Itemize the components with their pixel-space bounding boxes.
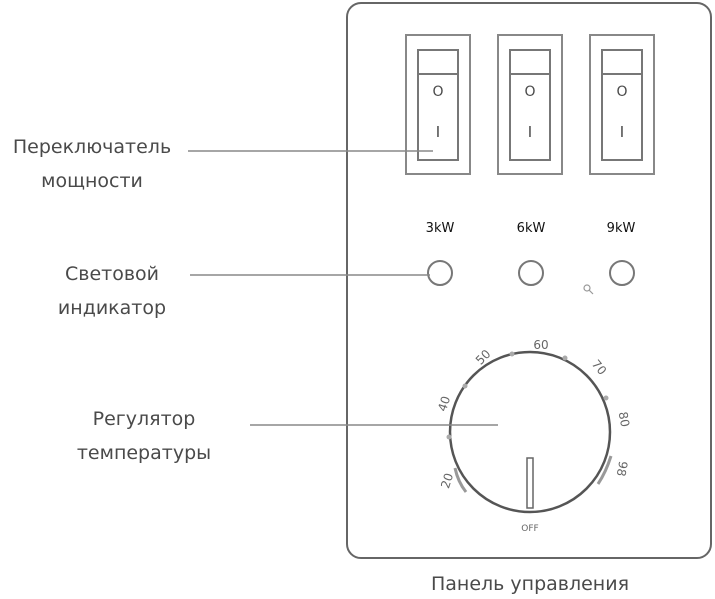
temperature-knob[interactable] [448,350,612,514]
switch-off-mark: O [616,84,627,100]
dial-label-98: 98 [614,460,630,477]
switch-off-mark: O [524,84,535,100]
switch-off-mark: O [432,84,443,100]
dial-scale-dots [446,351,609,440]
indicator-light-1 [427,260,453,286]
dial-label-20: 20 [438,471,456,490]
dial-label-60: 60 [533,338,548,352]
thermostat-label-line2: температуры [77,442,211,464]
indicator-label-line1: Световой [65,263,159,285]
rocker-switch-2[interactable]: O I [497,34,563,175]
dial-label-40: 40 [435,394,453,413]
dial-off-label: OFF [521,524,538,534]
panel-caption: Панель управления [431,573,629,595]
switch-on-mark: I [620,123,624,141]
magnifier-icon [583,284,594,295]
power-label-6kw: 6kW [517,221,546,236]
power-switch-label-line1: Переключатель [13,136,171,158]
switch-on-mark: I [528,123,532,141]
indicator-light-2 [518,260,544,286]
rocker-switch-3[interactable]: O I [589,34,655,175]
indicator-label-line2: индикатор [58,297,166,319]
rocker-switch-1[interactable]: O I [405,34,471,175]
dial-min-wedge [453,467,468,493]
power-switch-label-line2: мощности [41,170,143,192]
power-label-3kw: 3kW [426,221,455,236]
switch-on-mark: I [436,123,440,141]
thermostat-label-line1: Регулятор [93,408,196,430]
power-label-9kw: 9kW [607,221,636,236]
temperature-knob-pointer [526,457,534,509]
temperature-knob-body[interactable] [448,350,612,514]
indicator-light-3 [609,260,635,286]
dial-max-wedge [596,455,613,485]
dial-label-80: 80 [616,411,632,428]
